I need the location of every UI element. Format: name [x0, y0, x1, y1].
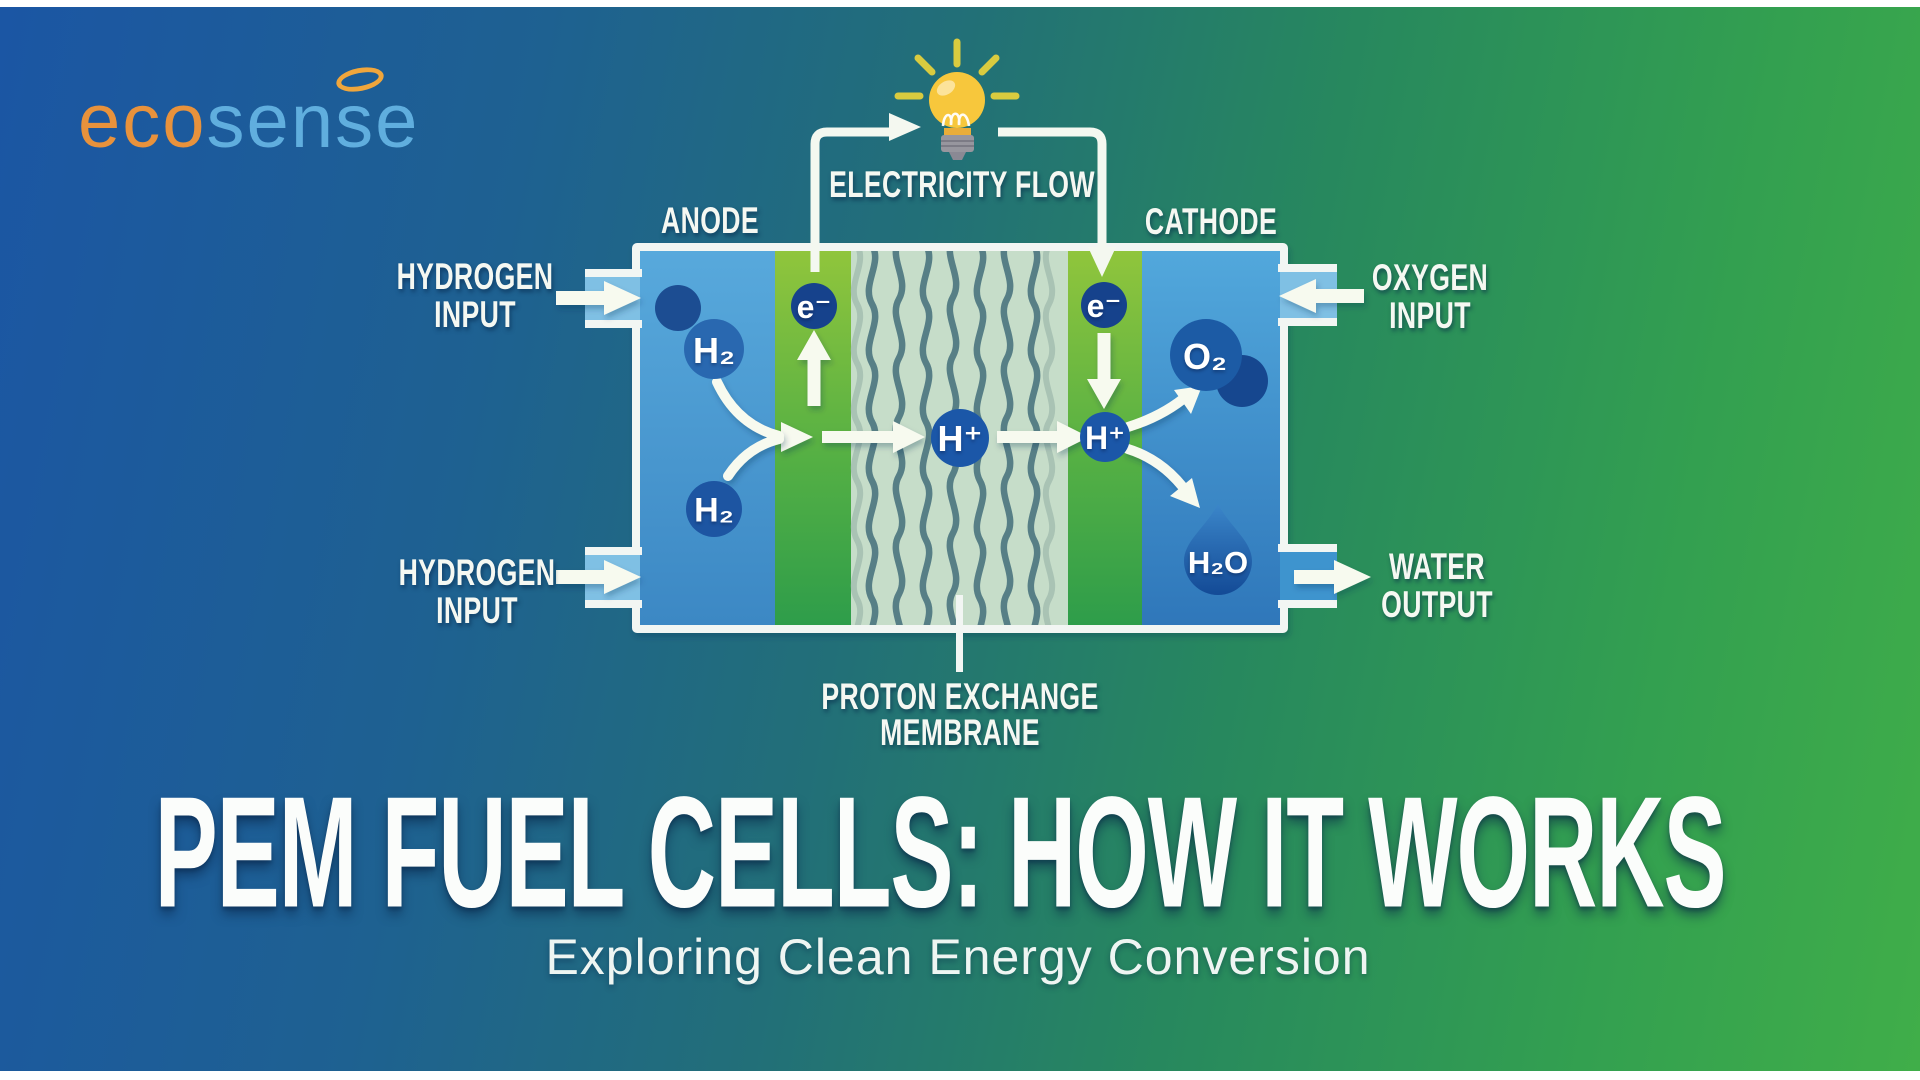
page-title: PEM FUEL CELLS: HOW IT WORKS [154, 764, 1727, 941]
h2-split-top-curve [712, 377, 784, 441]
logo-sense-text: sense [206, 79, 420, 164]
proton-label-center: H⁺ [937, 418, 983, 459]
lightbulb-icon [894, 38, 1020, 160]
hydrogen-arrow-top-icon [556, 281, 641, 315]
proton-to-water-curve [1123, 444, 1187, 491]
to-water-arrowhead-icon [1170, 478, 1200, 508]
membrane-leader-line [956, 595, 963, 672]
flow-arrows [556, 279, 1371, 594]
electron-label-left: e⁻ [796, 289, 832, 325]
h2-molecule-top [684, 319, 744, 379]
hydrogen-arrow-bottom-icon [556, 560, 641, 594]
h2-label-bottom: H₂ [694, 491, 734, 530]
water-arrow-icon [1294, 560, 1371, 594]
molecule-shapes [655, 282, 1268, 595]
curved-arrows [712, 377, 1188, 491]
o2-molecule [1170, 319, 1242, 391]
bulb-rays [894, 38, 1020, 100]
to-oxygen-arrowhead-icon [1174, 386, 1202, 414]
wire-arrow-right-icon [889, 113, 921, 141]
electron-right [1081, 282, 1127, 328]
h2-molecule-bottom [686, 481, 742, 537]
proton-arrow-right-icon [997, 421, 1089, 453]
page-subtitle: Exploring Clean Energy Conversion [545, 929, 1371, 985]
curved-arrowheads [1170, 386, 1202, 508]
proton-label-right: H⁺ [1085, 420, 1125, 456]
h2o-droplet [1184, 504, 1252, 595]
logo-eco-text: eco [78, 79, 207, 164]
bottom-white-band [0, 1071, 1920, 1080]
water-output-label: WATER OUTPUT [1381, 546, 1493, 625]
anode-label: ANODE [660, 200, 760, 241]
electron-up-arrow-icon [797, 330, 831, 406]
h2-split-bottom-curve [723, 434, 784, 481]
h2-label-top: H₂ [693, 330, 735, 371]
proton-to-oxygen-curve [1123, 394, 1188, 432]
h2-molecule-top-small [655, 285, 701, 331]
electricity-flow-label: ELECTRICITY FLOW [829, 164, 1095, 205]
proton-arrow-left-icon [822, 421, 925, 453]
h2o-label: H₂O [1187, 545, 1249, 580]
hydrogen-input-bottom-label: HYDROGEN INPUT [398, 552, 556, 631]
electron-down-arrow-icon [1087, 333, 1121, 409]
ecosense-logo: ecosense [78, 84, 419, 160]
oxygen-arrow-icon [1279, 279, 1364, 313]
electron-label-right: e⁻ [1086, 288, 1122, 324]
converge-arrowhead-icon [781, 422, 813, 452]
top-white-band [0, 0, 1920, 7]
o2-label: O₂ [1183, 336, 1227, 377]
hydrogen-input-top-label: HYDROGEN INPUT [396, 256, 554, 335]
circuit-wire [810, 127, 1107, 272]
wire-arrow-down-icon [1088, 247, 1116, 277]
electron-left [791, 283, 837, 329]
proton-right [1080, 412, 1130, 462]
cathode-label: CATHODE [1144, 201, 1278, 242]
proton-center [931, 409, 989, 467]
membrane-label: PROTON EXCHANGE MEMBRANE [821, 676, 1099, 753]
oxygen-input-label: OXYGEN INPUT [1371, 257, 1489, 336]
circuit-arrowheads [889, 113, 1116, 277]
